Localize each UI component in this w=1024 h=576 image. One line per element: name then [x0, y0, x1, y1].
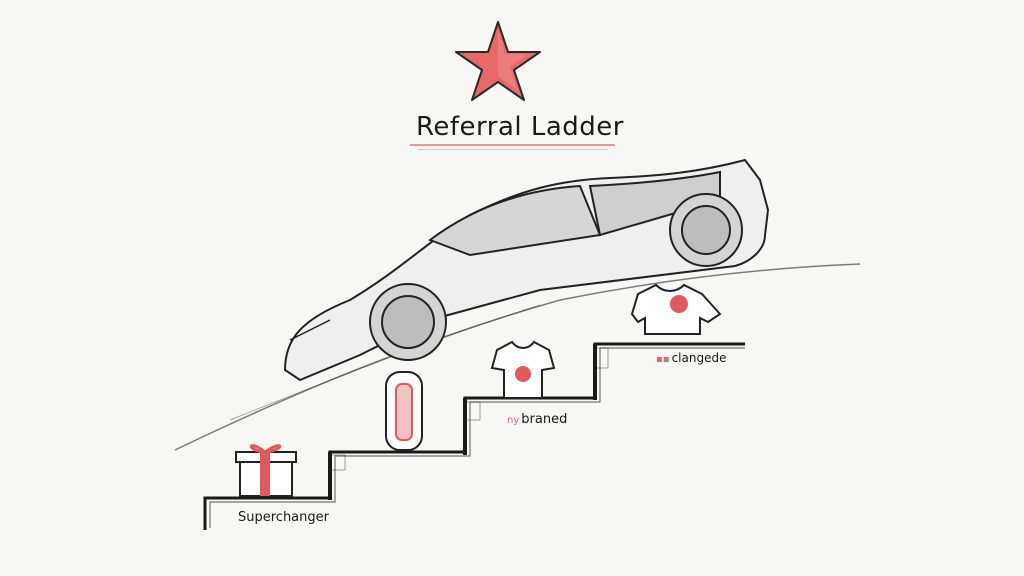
step-4-label: ▪▪clangede [656, 351, 727, 365]
ramp [174, 263, 861, 451]
star-icon [455, 21, 541, 101]
tshirt-logo-icon [630, 283, 722, 335]
car-sketch [283, 158, 770, 382]
step-1-label: Superchanger [238, 510, 329, 525]
tshirt-icon [490, 340, 556, 399]
staircase [203, 342, 745, 530]
title-underline-secondary [418, 149, 608, 150]
gift-icon [235, 444, 297, 497]
page-title: Referral Ladder [416, 112, 624, 142]
title-underline [410, 144, 615, 146]
supercharger-station-icon [385, 371, 423, 451]
